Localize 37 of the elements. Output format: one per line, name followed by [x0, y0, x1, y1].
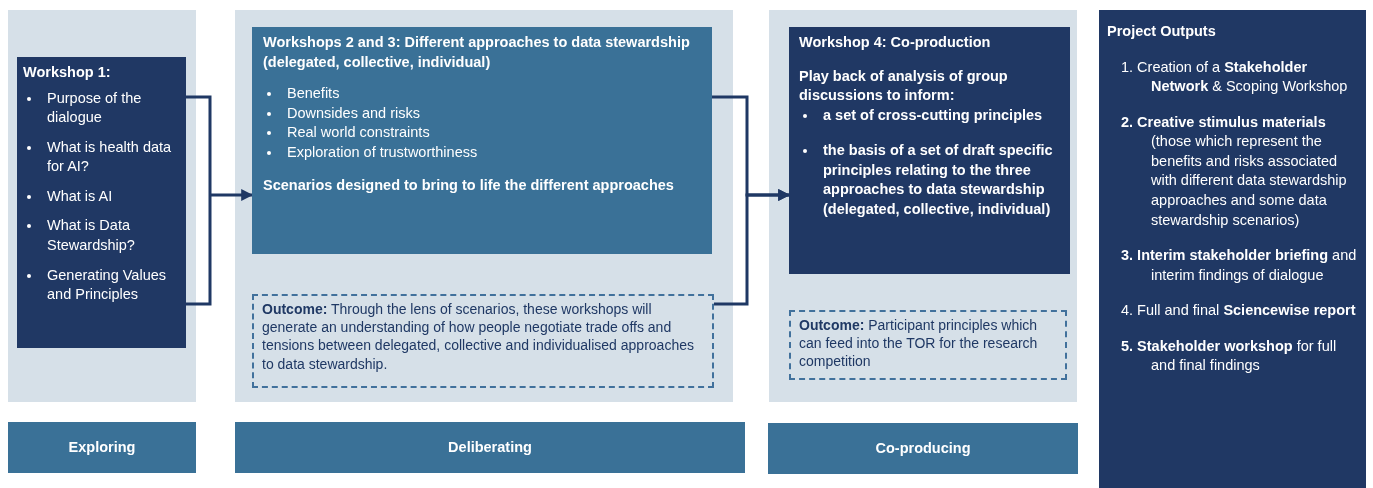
- bullet-item: What is AI: [23, 186, 180, 207]
- numbered-item: 5. Stakeholder workshop for full and final findings: [1121, 336, 1338, 376]
- stage-bar: [768, 423, 1078, 474]
- outcome-box: [252, 294, 714, 388]
- stage-label: Deliberating: [447, 437, 533, 457]
- outcome-box: [789, 310, 1067, 380]
- bullet-item: Benefits: [263, 84, 701, 104]
- bullet-item: a set of cross-cutting principles: [799, 105, 1060, 126]
- box-heading: Workshop 1:: [23, 63, 112, 82]
- numbered-item: 2. Creative stimulus materials (those which represent the benefits and risks associated with different data stewardship approaches and some data stewardship scenarios): [1121, 112, 1348, 230]
- box-heading: Project Outputs: [1107, 22, 1217, 41]
- bullet-item: Purpose of the dialogue: [23, 88, 180, 128]
- numbered-item: 3. Interim stakeholder briefing and interim findings of dialogue: [1121, 246, 1358, 285]
- stage-label: Exploring: [67, 437, 137, 457]
- stage-bar: [235, 422, 745, 473]
- paragraph: Play back of analysis of group discussions to inform:: [799, 66, 1009, 106]
- workshop-box: [17, 57, 186, 348]
- bracket-arrow: [714, 189, 791, 306]
- bullet-item: What is health data for AI?: [23, 137, 180, 177]
- bullet-item: Real world constraints: [263, 123, 701, 143]
- paragraph: Scenarios designed to bring to life the different approaches: [263, 176, 675, 196]
- bullet-item: Generating Values and Principles: [23, 265, 180, 305]
- workshop-box: [789, 27, 1070, 274]
- workshop-box: [252, 27, 712, 254]
- stage-label: Co-producing: [874, 438, 972, 458]
- paragraph: Outcome: Through the lens of scenarios, these workshops will generate an understanding of how people negotiate trade offs and tensions between delegated, collective and individualised approaches to data stewardship.: [262, 300, 695, 373]
- bullet-item: the basis of a set of draft specific principles relating to the three approaches to data stewardship (delegated, collective, individual): [799, 141, 1060, 220]
- box-heading: Workshops 2 and 3: Different approaches to data stewardship (delegated, collective, individual): [263, 33, 691, 72]
- bullet-item: Downsides and risks: [263, 103, 701, 124]
- bullet-item: Exploration of trustworthiness: [263, 142, 701, 163]
- box-heading: Workshop 4: Co-production: [799, 33, 992, 52]
- paragraph: Outcome: Participant principles which can feed into the TOR for the research competition: [799, 316, 1039, 371]
- bullet-item: What is Data Stewardship?: [23, 216, 180, 256]
- numbered-item: 1. Creation of a Stakeholder Network & Scoping Workshop: [1121, 57, 1349, 97]
- stage-bar: [8, 422, 196, 473]
- numbered-item: 4. Full and final Sciencewise report: [1121, 301, 1357, 321]
- outputs-panel: [1099, 10, 1366, 488]
